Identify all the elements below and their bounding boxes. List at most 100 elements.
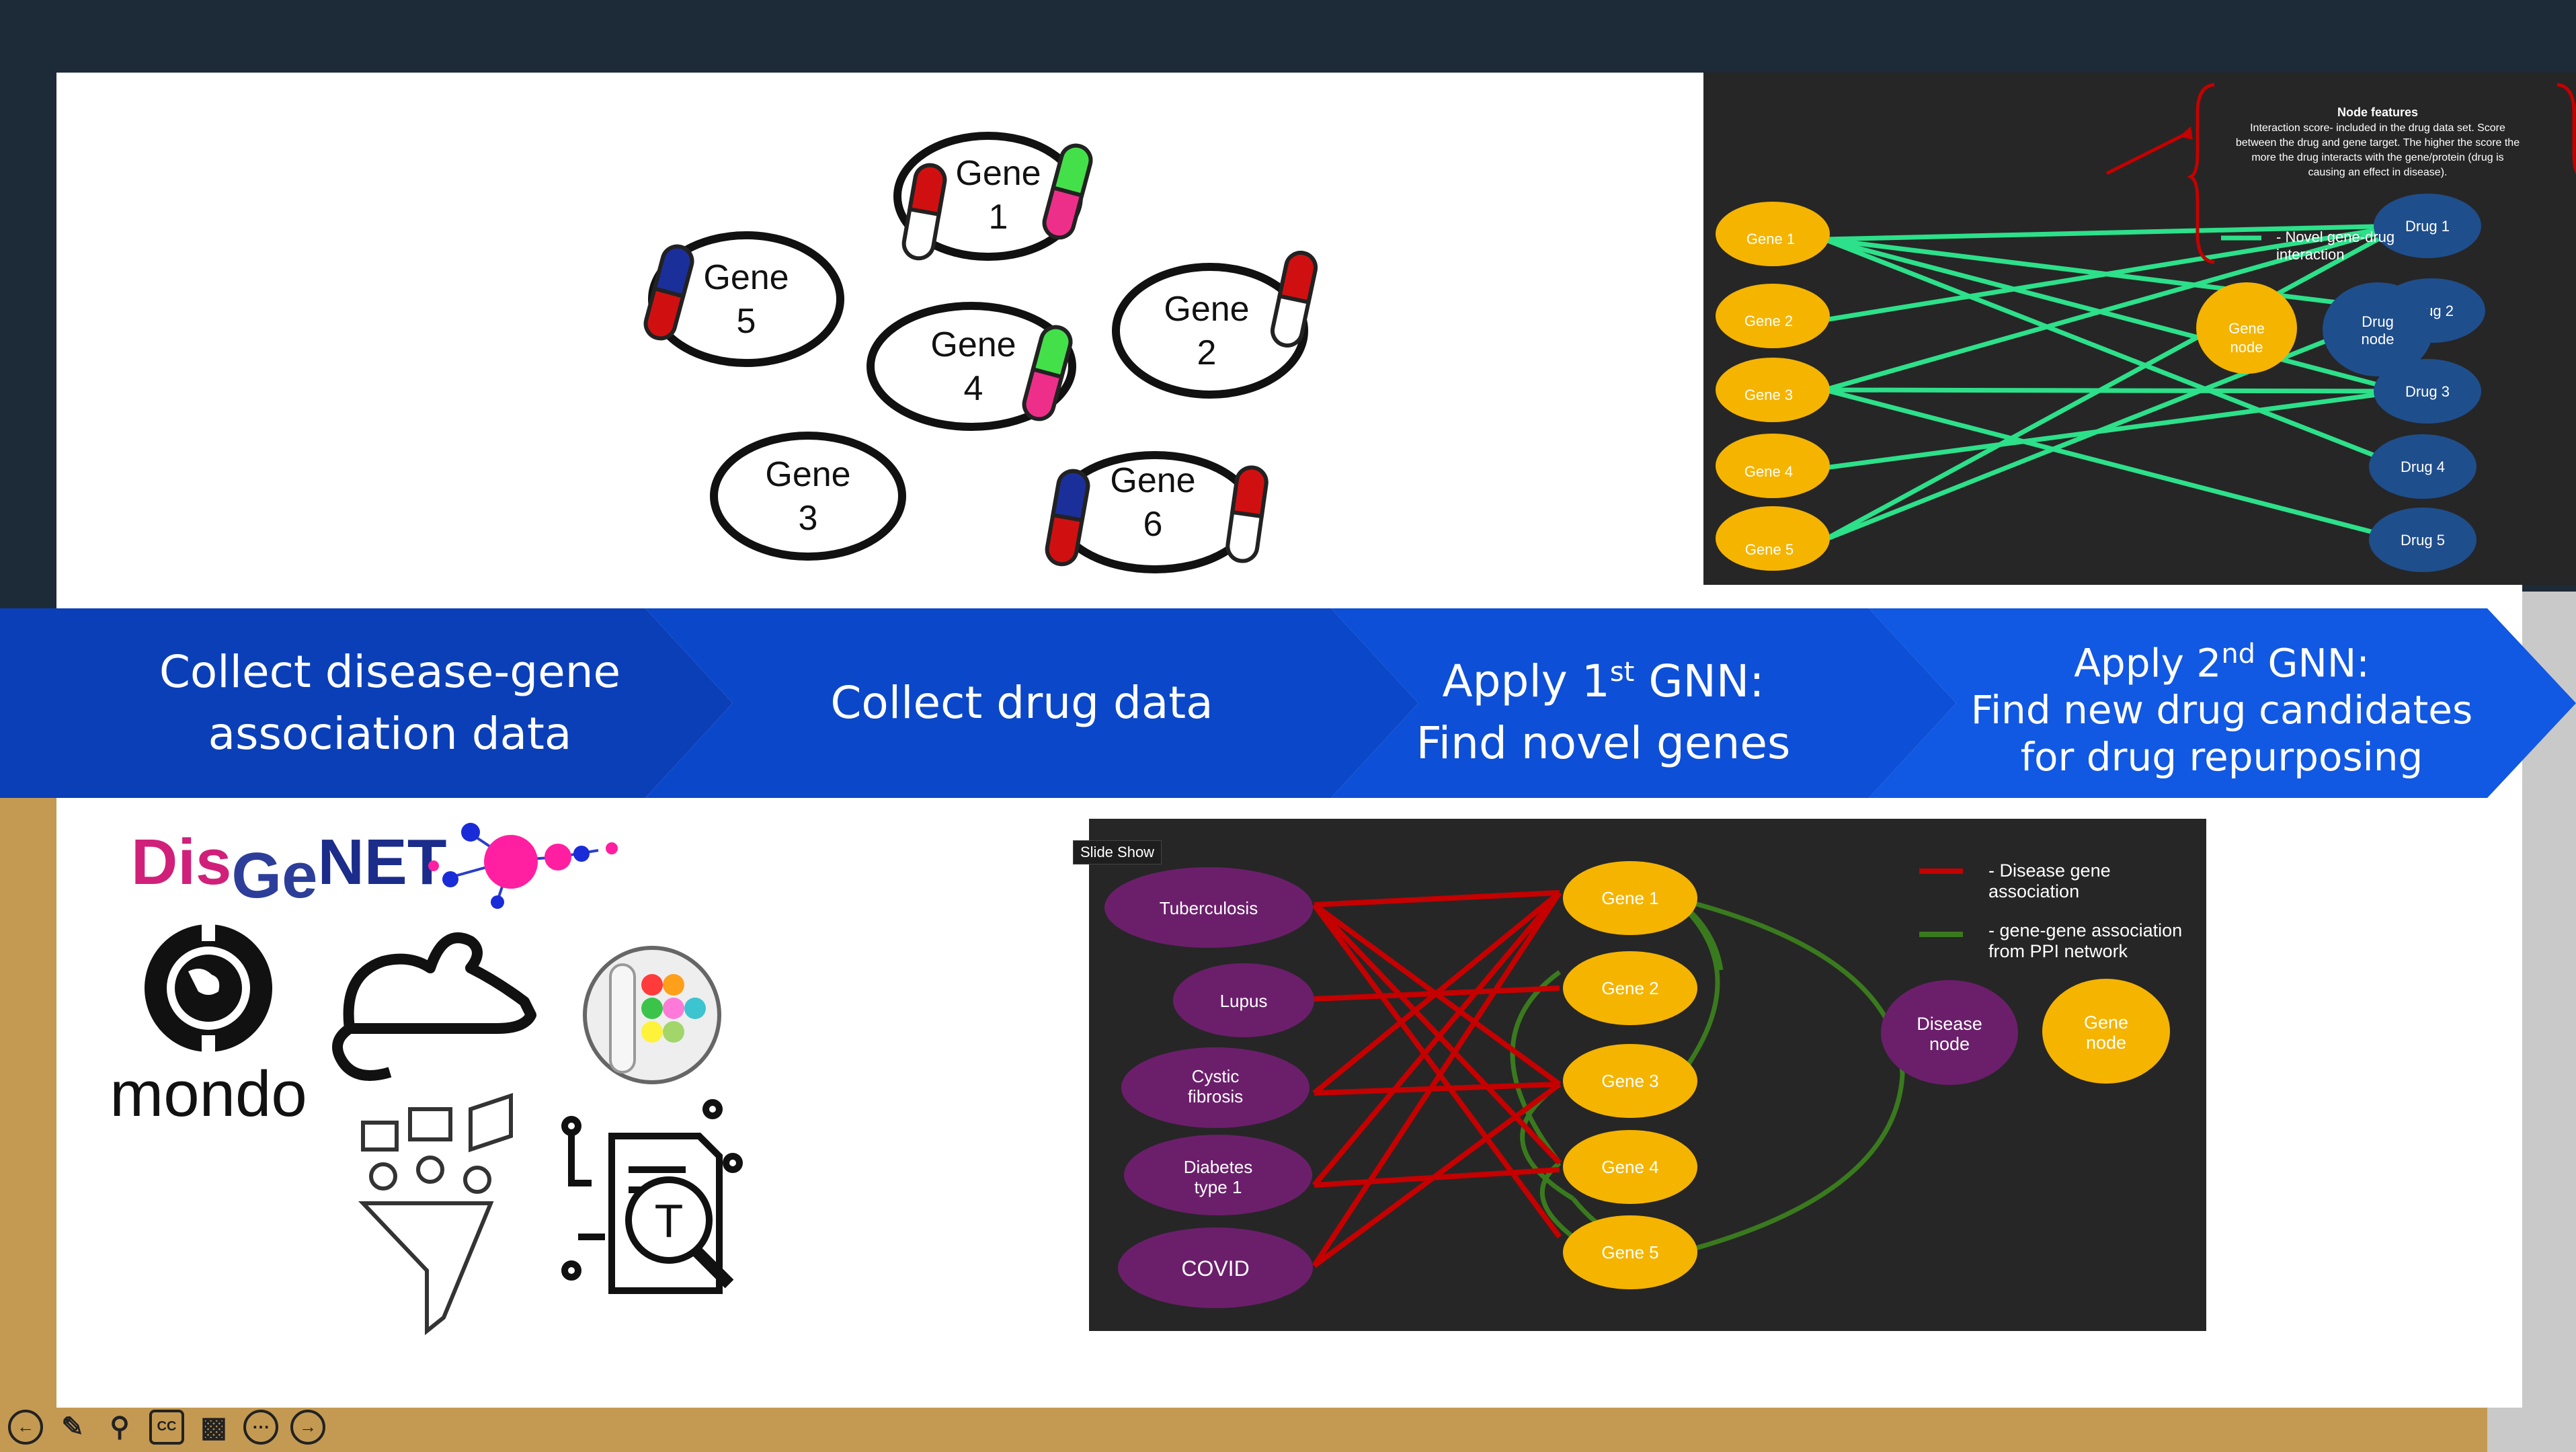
- network-molecule-icon: [428, 823, 618, 909]
- gene-label: Gene: [1164, 290, 1249, 329]
- stage-2-chevron: [645, 608, 1418, 798]
- gene-pill-cluster: Gene 1 Gene 5 Gene 2 Gene 4 Gene 3 Gene …: [632, 132, 1331, 573]
- drug-node-legend: [2323, 282, 2433, 376]
- svg-text:T: T: [655, 1195, 684, 1247]
- mouse-icon: [332, 932, 536, 1081]
- legend-label: interaction: [2276, 246, 2345, 263]
- gene-label: Gene 5: [1601, 1242, 1658, 1262]
- node-features-title: Node features: [2337, 106, 2418, 119]
- gene-node: [1716, 506, 1830, 571]
- legend-label: - Novel gene-drug: [2276, 229, 2394, 245]
- gene-number: 5: [737, 302, 756, 341]
- pill-icon: [1270, 250, 1318, 348]
- gene-label: Gene 2: [1601, 978, 1658, 998]
- disease-label: type 1: [1195, 1177, 1242, 1197]
- node-features-text: causing an effect in disease).: [2308, 167, 2448, 178]
- drug-node: [2369, 508, 2477, 572]
- stage-3-chevron: [1331, 608, 1956, 798]
- legend-label: Gene: [2228, 320, 2265, 337]
- disease-node: [1124, 1135, 1312, 1215]
- gene-label: Gene 1: [1601, 888, 1658, 908]
- gene-node-legend: [2042, 979, 2170, 1084]
- gene-label: Gene 5: [1745, 541, 1794, 558]
- slide-show-tag: Slide Show: [1073, 840, 1162, 864]
- presentation-toolbar: ← ✎ ⚲ CC ▩ ⋯ →: [0, 1402, 325, 1452]
- gene-label: Gene 1: [1746, 231, 1795, 247]
- drug-gene-network-panel: Gene 1 Gene 2 Gene 3 Gene 4 Gene 5 Drug …: [1703, 73, 2576, 585]
- gene-node: [1716, 202, 1830, 266]
- gene-number: 2: [1197, 333, 1217, 372]
- legend-label: association: [1988, 881, 2079, 901]
- drug-node: [2374, 359, 2481, 424]
- drug-node: [2369, 434, 2477, 499]
- gene-node: [1563, 951, 1697, 1025]
- gene-node: [867, 302, 1076, 431]
- gene-label: Gene: [703, 258, 789, 297]
- disease-label: Lupus: [1220, 991, 1268, 1011]
- back-icon[interactable]: ←: [8, 1409, 43, 1445]
- stage-1-chevron: [0, 608, 733, 798]
- more-icon[interactable]: ⋯: [243, 1409, 278, 1445]
- gene-label: Gene: [765, 455, 850, 494]
- node-features-text: between the drug and gene target. The hi…: [2236, 137, 2520, 149]
- gene-label: Gene 3: [1601, 1071, 1658, 1091]
- drug-gene-network: Gene 1 Gene 2 Gene 3 Gene 4 Gene 5 Drug …: [1716, 83, 2576, 572]
- legend-label: node: [1929, 1034, 1970, 1054]
- drug-label: Drug 1: [2405, 218, 2450, 235]
- disease-node-legend: [1881, 980, 2018, 1085]
- disease-gene-network: Tuberculosis Lupus Cystic fibrosis Diabe…: [1104, 860, 2182, 1308]
- gene-node: [1716, 434, 1830, 498]
- gene-node: [1563, 861, 1697, 935]
- disease-node: [1121, 1047, 1310, 1128]
- legend-label: from PPI network: [1988, 941, 2128, 961]
- disease-label: fibrosis: [1188, 1086, 1243, 1106]
- drug-label: Drug 4: [2401, 458, 2445, 475]
- captions-icon[interactable]: CC: [149, 1409, 184, 1445]
- video-icon[interactable]: ▩: [200, 1411, 227, 1443]
- disgenet-logo: DisGeNET: [131, 826, 446, 912]
- gene-label: Gene 4: [1744, 463, 1793, 480]
- data-source-logos: DisGeNET mondo: [110, 823, 743, 1336]
- node-features-text: Interaction score- included in the drug …: [2250, 122, 2505, 134]
- gene-number: 1: [989, 198, 1008, 237]
- forward-icon[interactable]: →: [290, 1409, 325, 1445]
- gene-node: [710, 432, 906, 561]
- legend-label: - Disease gene: [1988, 860, 2111, 881]
- gene-node: [1716, 284, 1830, 348]
- pen-icon[interactable]: ✎: [61, 1412, 84, 1442]
- gene-node: [1563, 1215, 1697, 1289]
- stage-4-label: Apply 2nd GNN: Find new drug candidates …: [1970, 639, 2473, 780]
- gene-label: Gene: [1110, 461, 1195, 500]
- legend-label: node: [2230, 339, 2263, 356]
- mondo-globe-icon: [145, 914, 272, 1062]
- legend-label: Gene: [2084, 1012, 2128, 1033]
- gene-label: Gene: [955, 154, 1041, 193]
- gene-number: 3: [799, 499, 818, 538]
- zoom-icon[interactable]: ⚲: [110, 1412, 130, 1442]
- stage-1-label: Collect disease-gene association data: [159, 646, 621, 760]
- disease-label: Tuberculosis: [1160, 898, 1258, 918]
- stage-4-chevron: [1869, 608, 2576, 798]
- disease-label: Diabetes: [1184, 1157, 1253, 1177]
- drug-label: Drug 5: [2401, 532, 2445, 549]
- stage-3-label: Apply 1st GNN: Find novel genes: [1416, 655, 1791, 769]
- gene-node: [1563, 1044, 1697, 1118]
- stage-2-label: Collect drug data: [830, 677, 1213, 729]
- legend-label: node: [2362, 331, 2394, 348]
- gene-node: [1716, 358, 1830, 422]
- drug-label: Drug 3: [2405, 383, 2450, 400]
- gene-node-legend: [2196, 282, 2297, 374]
- disease-gene-network-panel: Tuberculosis Lupus Cystic fibrosis Diabe…: [1089, 819, 2206, 1331]
- gene-number: 4: [964, 369, 983, 408]
- gene-label: Gene: [930, 325, 1016, 364]
- legend-label: - gene-gene association: [1988, 920, 2182, 940]
- legend-label: Drug: [2362, 313, 2394, 330]
- workflow-arrow-band: [0, 608, 2576, 798]
- gene-label: Gene 4: [1601, 1157, 1658, 1177]
- disease-node: [1118, 1227, 1313, 1308]
- mondo-logo: mondo: [110, 1058, 307, 1130]
- node-features-text: more the drug interacts with the gene/pr…: [2251, 152, 2503, 163]
- gene-label: Gene 2: [1744, 313, 1793, 329]
- gene-node: [1563, 1130, 1697, 1204]
- drug-node: [2374, 194, 2481, 258]
